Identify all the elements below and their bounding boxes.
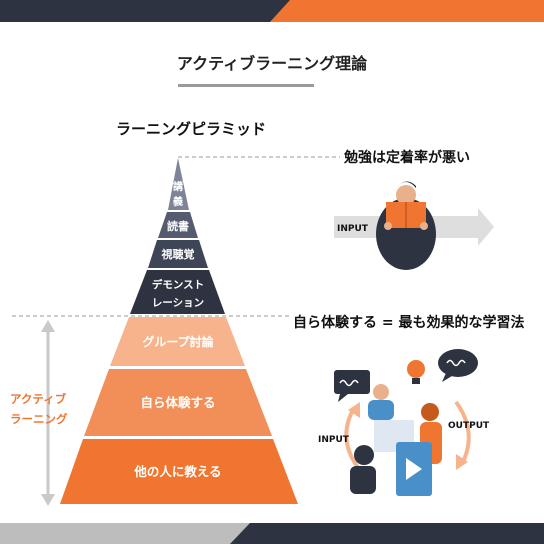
pyramid-label-experience: 自ら体験する: [140, 395, 215, 410]
pyramid-label-teaching: 他の人に教える: [133, 464, 221, 479]
page-title: アクティブラーニング理論: [176, 54, 368, 73]
pyramid-level-reading: [158, 212, 198, 238]
output-label: OUTPUT: [448, 421, 490, 431]
title-underline: [178, 84, 314, 87]
pyramid-level-experience: [84, 369, 272, 436]
active-learning-illustration: [334, 349, 478, 496]
input-label-top: INPUT: [337, 224, 369, 234]
arrow-down-head: [41, 494, 55, 506]
top-banner: [0, 0, 544, 22]
pyramid-label-group-discussion: グループ討論: [142, 334, 214, 349]
pyramid-label-demonstration-2: レーション: [152, 297, 204, 309]
arrow-up-head: [41, 320, 55, 332]
pyramid-label-lecture-1: 講: [173, 180, 183, 193]
pyramid-label-demonstration-1: デモンスト: [152, 278, 204, 291]
active-learning-label-1: アクティブ: [10, 392, 67, 406]
bottom-banner: [0, 523, 544, 544]
pyramid-level-lecture: [168, 158, 189, 210]
active-learning-label-2: ラーニング: [10, 412, 68, 426]
passive-note: 勉強は定着率が悪い: [343, 149, 470, 166]
pyramid-label-audiovisual: 視聴覚: [161, 247, 195, 261]
pyramid-label-reading: 読書: [167, 219, 189, 233]
pyramid-level-group-discussion: [110, 317, 245, 366]
input-label-bottom: INPUT: [318, 435, 350, 445]
active-note: 自ら体験する = 最も効果的な学習法: [293, 314, 524, 331]
pyramid-level-demonstration: [130, 270, 225, 314]
pyramid-label-lecture-2: 義: [173, 195, 183, 208]
pyramid-level-audiovisual: [148, 240, 208, 268]
pyramid-heading: ラーニングピラミッド: [116, 120, 267, 138]
reading-person-illustration: [334, 181, 494, 270]
pyramid-level-teaching: [60, 439, 298, 504]
